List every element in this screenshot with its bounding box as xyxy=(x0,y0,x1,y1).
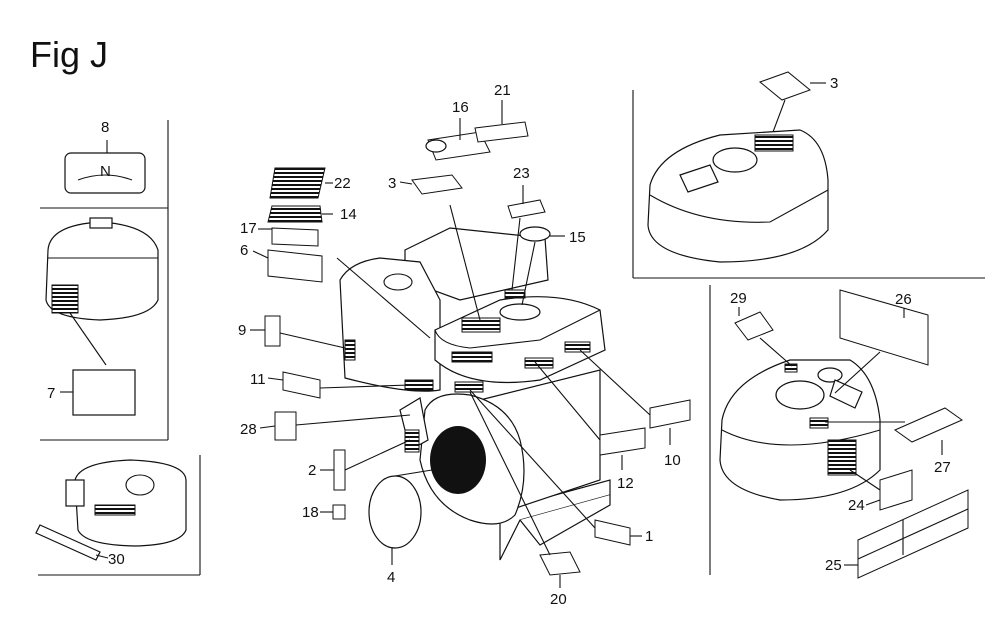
callout-28: 28 xyxy=(240,421,257,438)
small-muffler xyxy=(35,459,187,561)
callout-12: 12 xyxy=(617,475,634,492)
callout-22: 22 xyxy=(334,175,351,192)
center-labels xyxy=(264,121,691,576)
gauge-letter: N xyxy=(100,163,111,180)
figure-title: Fig J xyxy=(30,34,109,75)
air-cleaner-left xyxy=(45,217,159,416)
callout-6: 6 xyxy=(240,242,248,259)
callout-3: 3 xyxy=(388,175,396,192)
callout-23: 23 xyxy=(513,165,530,182)
callout-7: 7 xyxy=(47,385,55,402)
callout-8: 8 xyxy=(101,119,109,136)
callout-29: 29 xyxy=(730,290,747,307)
engine-center xyxy=(339,227,611,561)
callout-26: 26 xyxy=(895,291,912,308)
callout-14: 14 xyxy=(340,206,357,223)
callout-17: 17 xyxy=(240,220,257,237)
callout-20: 20 xyxy=(550,591,567,608)
callout-numbers: 8 7 30 22 14 17 6 16 21 3 23 15 9 11 28 … xyxy=(47,75,951,608)
callout-25: 25 xyxy=(825,557,842,574)
callout-11: 11 xyxy=(250,371,266,388)
callout-1: 1 xyxy=(645,528,653,545)
left-panel-frames xyxy=(38,120,201,576)
callout-4: 4 xyxy=(387,569,395,586)
callout-30: 30 xyxy=(108,551,125,568)
bottom-right-panel xyxy=(709,285,969,579)
callout-10: 10 xyxy=(664,452,681,469)
top-right-panel xyxy=(632,71,985,279)
callout-27: 27 xyxy=(934,459,951,476)
callout-2: 2 xyxy=(308,462,316,479)
callout-21: 21 xyxy=(494,82,511,99)
callout-3b: 3 xyxy=(830,75,838,92)
callout-18: 18 xyxy=(302,504,319,521)
callout-15: 15 xyxy=(569,229,586,246)
callout-9: 9 xyxy=(238,322,246,339)
center-leaders xyxy=(250,100,671,588)
callout-16: 16 xyxy=(452,99,469,116)
gauge-decal: N xyxy=(64,140,146,194)
callout-24: 24 xyxy=(848,497,865,514)
